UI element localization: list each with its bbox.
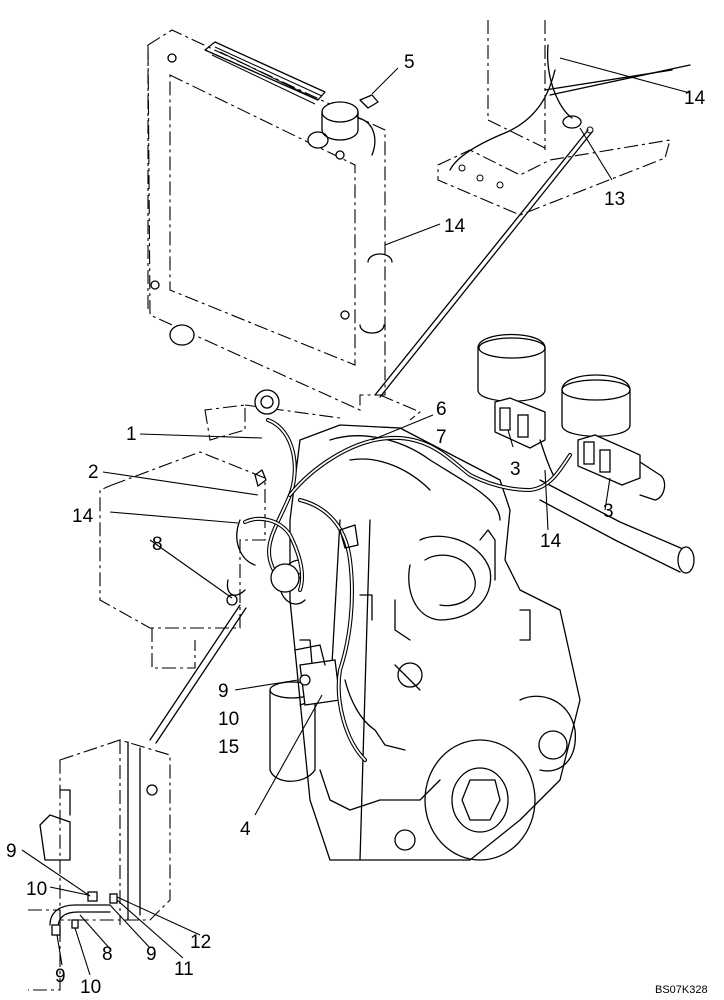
callout-14-top: 14: [684, 88, 706, 109]
clip-14-radiator: [367, 253, 393, 263]
callout-9-inset-bottom: 9: [55, 966, 66, 987]
callout-12: 12: [190, 932, 211, 953]
callout-5: 5: [404, 52, 415, 73]
callout-9-inset-mid: 9: [146, 944, 157, 965]
inset-pointer: [149, 604, 241, 741]
accumulator-upper: [477, 333, 546, 402]
connector-1: [254, 389, 280, 415]
callout-14-left: 14: [72, 506, 94, 527]
sensor-5: [359, 94, 379, 109]
ground-bolt-8: [226, 594, 238, 606]
callout-8-main: 8: [152, 534, 163, 555]
wire-harness: [226, 418, 572, 762]
callout-2: 2: [88, 462, 99, 483]
frame-plate: [99, 394, 422, 669]
callout-9-inset-top: 9: [6, 841, 17, 862]
callout-8-inset: 8: [102, 944, 113, 965]
radiator: [147, 29, 386, 411]
callout-4: 4: [240, 819, 251, 840]
ground-stud-13: [449, 44, 582, 171]
ground-strap: [374, 129, 589, 396]
callout-10-main: 10: [218, 709, 239, 730]
callout-1: 1: [126, 424, 137, 445]
solenoid-valve-3-left: [494, 397, 556, 479]
pump-4: [294, 644, 341, 706]
callout-15: 15: [218, 737, 239, 758]
callout-14-radiator: 14: [444, 216, 466, 237]
callout-10-inset-top: 10: [26, 879, 47, 900]
callout-labels: 5 14 13 14 6 1 7 3 2 3 14 14 8 9 10 15 4…: [6, 52, 708, 998]
drawing-code: BS07K328: [655, 984, 708, 996]
ground-strap-2: [379, 131, 593, 398]
inset-pointer-2: [155, 607, 247, 744]
callout-9-main: 9: [218, 681, 229, 702]
callout-11: 11: [174, 959, 194, 980]
callout-3-right: 3: [603, 501, 614, 522]
operator-platform: [437, 20, 691, 216]
clip-14-radiator-2: [359, 324, 385, 334]
callout-6: 6: [436, 399, 447, 420]
callout-14-valve: 14: [540, 531, 562, 552]
callout-10-inset-bottom: 10: [80, 977, 101, 998]
transmission: [269, 424, 581, 861]
callout-3-left: 3: [510, 459, 521, 480]
callout-13: 13: [604, 189, 625, 210]
inset-detail: [28, 739, 171, 991]
accumulator-lower: [561, 374, 631, 437]
leader-lines: [21, 57, 691, 976]
solenoid-valve-3-right: [577, 434, 666, 501]
hydraulic-hose: [539, 479, 695, 574]
coolant-reservoir: [321, 101, 376, 156]
callout-7: 7: [436, 427, 447, 448]
